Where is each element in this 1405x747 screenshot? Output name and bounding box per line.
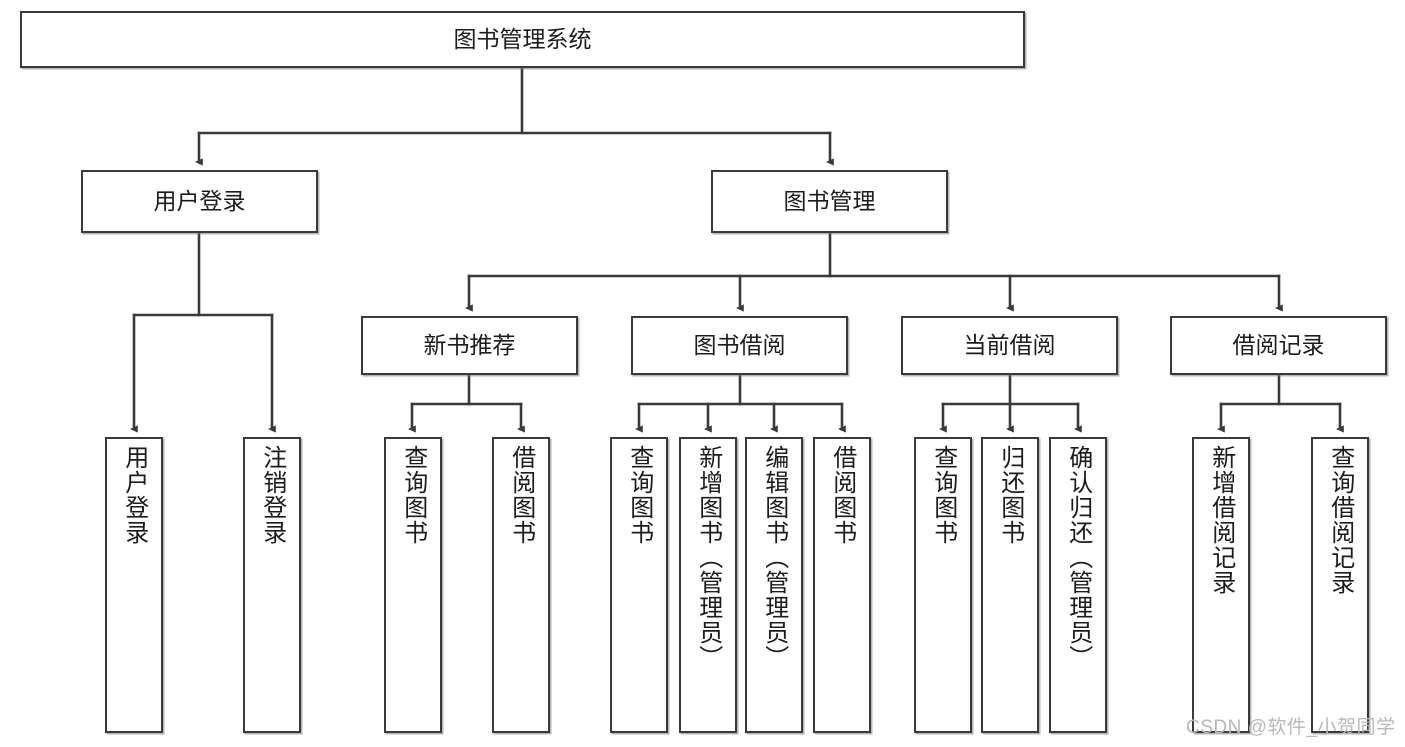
node-label: 注销登录 xyxy=(258,445,286,545)
node-label: 查询借阅记录 xyxy=(1326,445,1354,595)
leaf-borrow-query-book[interactable]: 查询图书 xyxy=(610,437,668,733)
leaf-borrow-borrow-book[interactable]: 借阅图书 xyxy=(813,437,871,733)
leaf-current-confirm-return-admin[interactable]: 确认归还（管理员） xyxy=(1049,437,1107,733)
node-label: 查询图书 xyxy=(625,445,653,545)
node-label: 图书管理 xyxy=(783,188,876,214)
node-borrow-record[interactable]: 借阅记录 xyxy=(1170,316,1387,375)
leaf-recommend-query-book[interactable]: 查询图书 xyxy=(384,437,442,733)
node-book-borrow[interactable]: 图书借阅 xyxy=(631,316,848,375)
node-root-system[interactable]: 图书管理系统 xyxy=(20,11,1025,68)
node-label: 用户登录 xyxy=(120,445,148,545)
leaf-user-login-logout[interactable]: 注销登录 xyxy=(243,437,301,733)
leaf-recommend-borrow-book[interactable]: 借阅图书 xyxy=(492,437,550,733)
leaf-user-login-login[interactable]: 用户登录 xyxy=(105,437,163,733)
node-label: 用户登录 xyxy=(153,188,246,214)
leaf-borrow-add-book-admin[interactable]: 新增图书（管理员） xyxy=(679,437,737,733)
leaf-record-query-record[interactable]: 查询借阅记录 xyxy=(1311,437,1369,733)
node-current-borrow[interactable]: 当前借阅 xyxy=(901,316,1118,375)
node-label: 归还图书 xyxy=(996,445,1024,545)
node-label: 借阅图书 xyxy=(828,445,856,545)
leaf-current-query-book[interactable]: 查询图书 xyxy=(914,437,972,733)
node-label: 查询图书 xyxy=(929,445,957,545)
node-label: 当前借阅 xyxy=(963,332,1056,358)
leaf-record-add-record[interactable]: 新增借阅记录 xyxy=(1192,437,1250,733)
node-label: 编辑图书（管理员） xyxy=(760,445,788,670)
csdn-watermark: CSDN @软件_小贺同学 xyxy=(1186,717,1396,738)
leaf-borrow-edit-book-admin[interactable]: 编辑图书（管理员） xyxy=(745,437,803,733)
node-user-login[interactable]: 用户登录 xyxy=(81,170,318,233)
node-new-book-recommend[interactable]: 新书推荐 xyxy=(361,316,578,375)
node-label: 查询图书 xyxy=(399,445,427,545)
node-label: 图书借阅 xyxy=(693,332,786,358)
node-book-management[interactable]: 图书管理 xyxy=(711,170,948,233)
leaf-current-return-book[interactable]: 归还图书 xyxy=(981,437,1039,733)
node-label: 图书管理系统 xyxy=(453,26,592,52)
node-label: 确认归还（管理员） xyxy=(1064,445,1092,670)
node-label: 新增借阅记录 xyxy=(1207,445,1235,595)
node-label: 借阅图书 xyxy=(507,445,535,545)
node-label: 新书推荐 xyxy=(423,332,516,358)
node-label: 借阅记录 xyxy=(1232,332,1325,358)
node-label: 新增图书（管理员） xyxy=(694,445,722,670)
